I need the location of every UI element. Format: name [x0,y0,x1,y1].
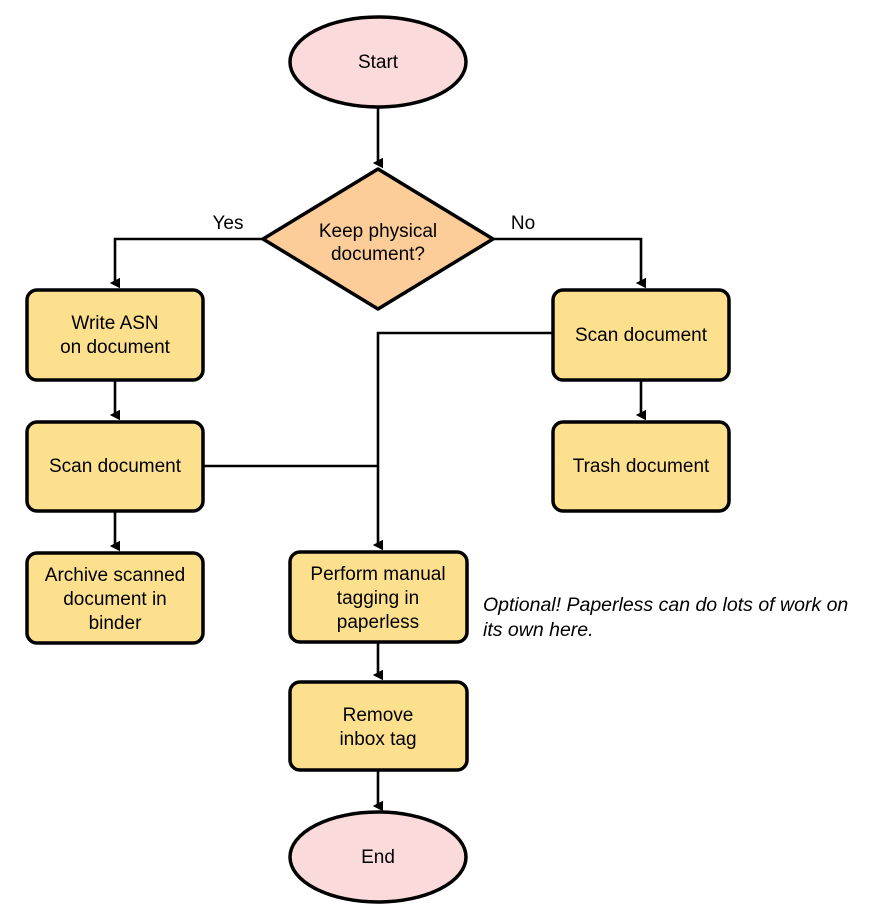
decision-label-line1: Keep physical [319,221,437,242]
start-label: Start [358,52,399,73]
node-scan-document-right[interactable]: Scan document [551,288,731,382]
archive-label-line1: Archive scanned [45,565,185,586]
write-asn-box-shape [25,288,205,382]
annotation-line1: Optional! Paperless can do lots of work … [483,594,848,616]
scan-document-left-box-shape [25,420,205,513]
trash-document-label: Trash document [573,456,710,477]
decision-diamond-shape [261,167,495,311]
node-end[interactable]: End [288,810,468,904]
remove-inbox-label-line1: Remove [343,705,414,726]
edge-label-yes: Yes [213,213,244,234]
start-ellipse-shape [288,15,468,109]
connector-scan-right-to-manual-tagging [372,331,553,551]
annotation-optional-note: Optional! Paperless can do lots of work … [483,594,848,641]
manual-tagging-label-line1: Perform manual [310,564,445,585]
manual-tagging-label-line2: tagging in [337,588,419,609]
manual-tagging-label-line3: paperless [337,612,419,633]
annotation-line2: its own here. [483,619,594,641]
trash-document-box-shape [551,420,731,513]
decision-label-line2: document? [331,244,425,265]
end-label: End [361,847,395,868]
connector-no-to-scan-right [493,237,646,289]
scan-document-right-box-shape [551,288,731,382]
write-asn-label-line1: Write ASN [71,313,158,334]
archive-label-line2: document in [63,589,167,610]
node-scan-document-left[interactable]: Scan document [25,420,205,513]
node-start[interactable]: Start [288,15,468,109]
scan-document-right-label: Scan document [575,325,708,346]
archive-label-line3: binder [89,613,142,634]
node-perform-manual-tagging[interactable]: Perform manual tagging in paperless [288,550,469,644]
node-remove-inbox-tag[interactable]: Remove inbox tag [288,680,469,772]
manual-tagging-box-shape [288,550,469,644]
node-archive-scanned-document[interactable]: Archive scanned document in binder [25,551,205,645]
remove-inbox-tag-box-shape [288,680,469,772]
write-asn-label-line2: on document [60,337,171,358]
scan-document-left-label: Scan document [49,456,182,477]
node-write-asn-on-document[interactable]: Write ASN on document [25,288,205,382]
edge-label-no: No [511,213,535,234]
remove-inbox-label-line2: inbox tag [339,729,416,750]
node-trash-document[interactable]: Trash document [551,420,731,513]
connector-yes-to-write-asn [109,237,263,289]
end-ellipse-shape [288,810,468,904]
node-decision-keep-physical-document[interactable]: Keep physical document? [261,167,495,311]
archive-box-shape [25,551,205,645]
